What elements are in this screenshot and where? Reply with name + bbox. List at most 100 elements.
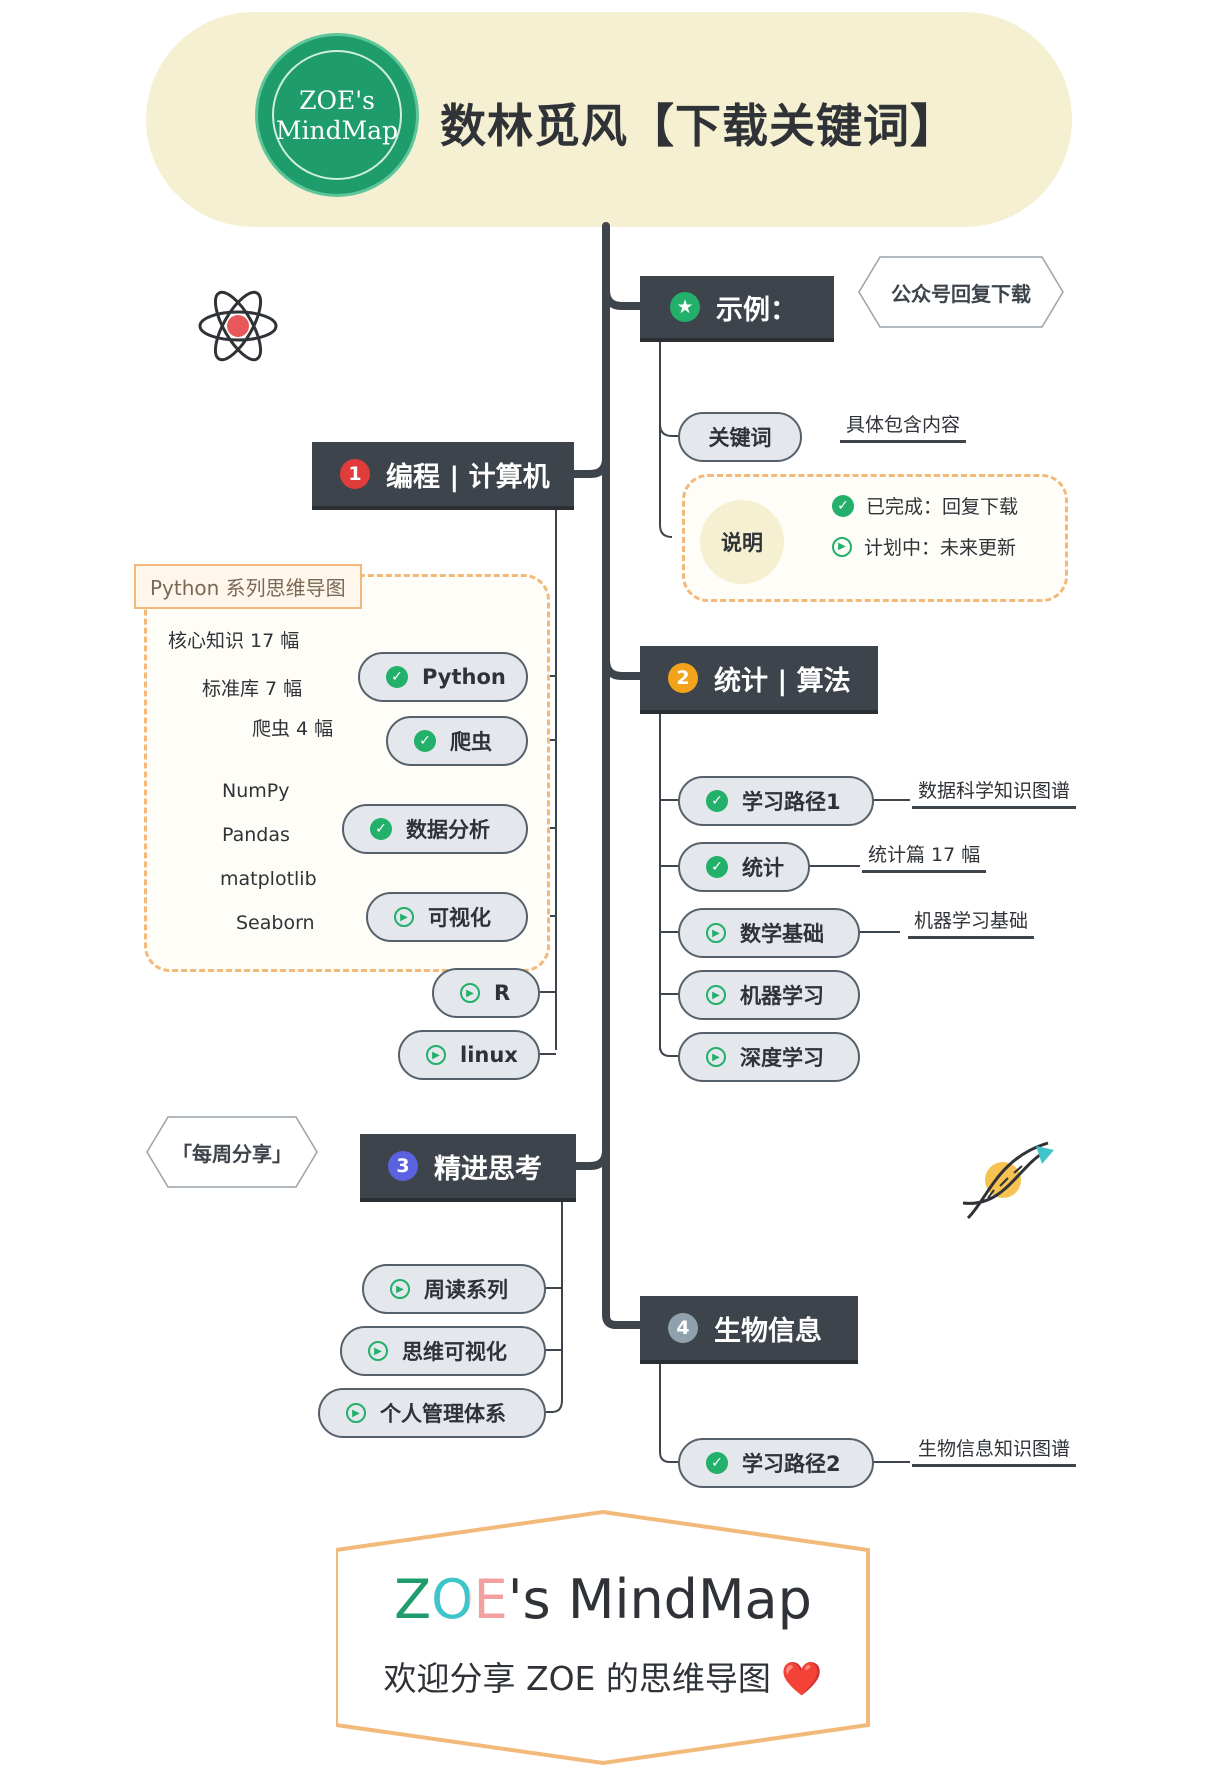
python-label-core: 核心知识 17 幅	[168, 630, 300, 652]
node-math-basics-label: 数学基础	[740, 922, 824, 946]
label-numpy: NumPy	[222, 780, 290, 802]
example-tag: 公众号回复下载	[891, 282, 1031, 306]
check-icon: ✓	[706, 1452, 728, 1474]
number-badge-1: 1	[340, 459, 370, 489]
python-series-tag: Python 系列思维导图	[134, 564, 362, 609]
node-data-analysis-label: 数据分析	[406, 818, 490, 842]
node-crawler[interactable]: ✓ 爬虫	[386, 716, 528, 766]
topic-bioinformatics[interactable]: 4 生物信息	[640, 1296, 858, 1364]
topic-programming-title: 编程 | 计算机	[386, 461, 550, 493]
seal-ring	[272, 50, 402, 180]
seal-text: ZOE's MindMap	[262, 86, 412, 146]
label-data-science-map: 数据科学知识图谱	[912, 776, 1077, 809]
node-visualization[interactable]: ▶ 可视化	[366, 892, 528, 942]
label-pandas: Pandas	[222, 824, 290, 846]
number-badge-2: 2	[668, 663, 698, 693]
number-badge-4: 4	[668, 1313, 698, 1343]
node-weekly-reading[interactable]: ▶ 周读系列	[362, 1264, 546, 1314]
check-icon: ✓	[832, 494, 854, 517]
check-icon: ✓	[706, 790, 728, 812]
play-icon: ▶	[460, 983, 480, 1003]
heart-icon: ❤️	[781, 1659, 823, 1698]
example-title: 示例：	[716, 294, 797, 326]
node-crawler-label: 爬虫	[450, 730, 492, 754]
topic-bioinformatics-title: 生物信息	[714, 1315, 822, 1347]
node-visualization-label: 可视化	[428, 906, 491, 930]
example-topic[interactable]: ★ 示例：	[640, 276, 834, 342]
node-learning-path1[interactable]: ✓ 学习路径1	[678, 776, 874, 826]
footer-subtitle: 欢迎分享 ZOE 的思维导图	[383, 1659, 771, 1698]
seal-line1: ZOE's	[299, 86, 375, 115]
topic-thinking-title: 精进思考	[434, 1153, 542, 1185]
play-icon: ▶	[390, 1279, 410, 1299]
topic-statistics[interactable]: 2 统计 | 算法	[640, 646, 878, 714]
node-math-basics[interactable]: ▶ 数学基础	[678, 908, 860, 958]
python-label-stdlib: 标准库 7 幅	[202, 678, 303, 700]
seal-line2: MindMap	[275, 116, 399, 145]
node-statistics[interactable]: ✓ 统计	[678, 842, 810, 892]
node-r-label: R	[494, 981, 511, 1005]
check-icon: ✓	[370, 818, 392, 840]
node-personal-management[interactable]: ▶ 个人管理体系	[318, 1388, 546, 1438]
example-tag-hexagon	[858, 256, 1064, 328]
node-learning-path2[interactable]: ✓ 学习路径2	[678, 1438, 874, 1488]
play-icon: ▶	[346, 1403, 366, 1423]
dna-icon	[962, 1141, 1054, 1220]
play-icon: ▶	[832, 536, 852, 557]
play-icon: ▶	[706, 1047, 726, 1067]
label-ml-basics: 机器学习基础	[908, 906, 1035, 939]
node-personal-management-label: 个人管理体系	[380, 1402, 506, 1426]
check-icon: ✓	[386, 666, 408, 688]
node-learning-path2-label: 学习路径2	[742, 1452, 841, 1476]
label-stats-17: 统计篇 17 幅	[862, 840, 987, 873]
explain-node-label: 说明	[721, 531, 763, 555]
node-deep-learning-label: 深度学习	[740, 1046, 824, 1070]
node-r[interactable]: ▶ R	[432, 968, 540, 1018]
play-icon: ▶	[426, 1045, 446, 1065]
node-data-analysis[interactable]: ✓ 数据分析	[342, 804, 528, 854]
node-machine-learning-label: 机器学习	[740, 984, 824, 1008]
node-linux-label: linux	[460, 1043, 518, 1067]
check-icon: ✓	[414, 730, 436, 752]
node-python[interactable]: ✓ Python	[358, 652, 528, 702]
weekly-share-tag: 「每周分享」	[172, 1142, 292, 1166]
play-icon: ▶	[368, 1341, 388, 1361]
footer-title-zoe: ZOE	[394, 1568, 508, 1631]
plan-label: 计划中：未来更新	[864, 537, 1017, 559]
star-icon: ★	[670, 292, 700, 322]
play-icon: ▶	[706, 923, 726, 943]
keyword-node[interactable]: 关键词	[678, 412, 802, 462]
footer-title-rest: 's MindMap	[507, 1568, 812, 1631]
node-linux[interactable]: ▶ linux	[398, 1030, 540, 1080]
node-python-label: Python	[422, 665, 506, 689]
label-bio-map: 生物信息知识图谱	[912, 1434, 1077, 1467]
done-label: 已完成：回复下载	[866, 496, 1019, 518]
weekly-tag-hexagon	[146, 1116, 318, 1188]
node-weekly-reading-label: 周读系列	[424, 1278, 508, 1302]
label-matplotlib: matplotlib	[220, 868, 317, 890]
node-machine-learning[interactable]: ▶ 机器学习	[678, 970, 860, 1020]
plan-legend: ▶ 计划中：未来更新	[832, 533, 1016, 560]
topic-thinking[interactable]: 3 精进思考	[360, 1134, 576, 1202]
footer-frame	[336, 1510, 870, 1765]
node-deep-learning[interactable]: ▶ 深度学习	[678, 1032, 860, 1082]
atom-icon	[198, 290, 278, 362]
play-icon: ▶	[394, 907, 414, 927]
keyword-node-label: 关键词	[708, 426, 772, 450]
explain-node[interactable]: 说明	[700, 500, 784, 584]
node-learning-path1-label: 学习路径1	[742, 790, 841, 814]
number-badge-3: 3	[388, 1151, 418, 1181]
node-thinking-visualization-label: 思维可视化	[402, 1340, 507, 1364]
node-statistics-label: 统计	[742, 856, 784, 880]
keyword-label: 具体包含内容	[840, 410, 967, 443]
topic-programming[interactable]: 1 编程 | 计算机	[312, 442, 574, 510]
topic-statistics-title: 统计 | 算法	[714, 665, 851, 697]
label-seaborn: Seaborn	[236, 912, 315, 934]
footer-subtitle-row: 欢迎分享 ZOE 的思维导图 ❤️	[336, 1652, 870, 1700]
check-icon: ✓	[706, 856, 728, 878]
page-title: 数林觅风【下载关键词】	[440, 99, 957, 153]
play-icon: ▶	[706, 985, 726, 1005]
node-thinking-visualization[interactable]: ▶ 思维可视化	[340, 1326, 546, 1376]
crawler-label: 爬虫 4 幅	[252, 718, 334, 740]
footer-title: ZOE's MindMap	[336, 1568, 870, 1631]
